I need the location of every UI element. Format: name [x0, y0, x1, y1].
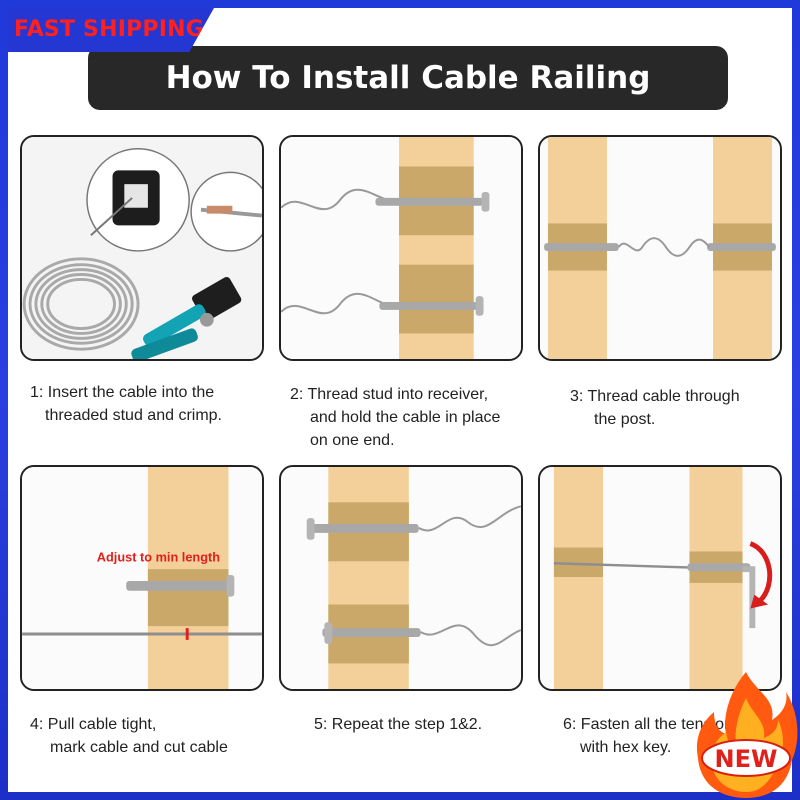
post-stud-illustration: [281, 137, 521, 359]
step-2-image: [279, 135, 523, 361]
step-5-image: [279, 465, 523, 691]
fast-shipping-banner: FAST SHIPPING: [8, 8, 214, 52]
step-4-image: Adjust to min length: [20, 465, 264, 691]
pull-cable-illustration: Adjust to min length: [22, 467, 262, 689]
cable-through-posts-illustration: [540, 137, 780, 359]
step-3-image: [538, 135, 782, 361]
min-length-annotation: Adjust to min length: [97, 549, 220, 564]
step-4-line-1: 4: Pull cable tight,: [30, 716, 157, 733]
step-2-caption: 2: Thread stud into receiver, and hold t…: [290, 383, 500, 452]
crimp-tool-illustration: [22, 137, 262, 359]
step-6-line-2: with hex key.: [580, 739, 672, 756]
step-5-caption: 5: Repeat the step 1&2.: [314, 713, 482, 736]
step-2-line-2: and hold the cable in place: [310, 409, 501, 426]
fasten-tensioners-illustration: [540, 467, 780, 689]
step-3-line-2: the post.: [594, 411, 656, 428]
step-4-line-2: mark cable and cut cable: [50, 739, 228, 756]
repeat-steps-illustration: [281, 467, 521, 689]
step-1-caption: 1: Insert the cable into the threaded st…: [30, 381, 222, 427]
step-2-line-3: on one end.: [310, 432, 395, 449]
step-3-caption: 3: Thread cable through the post.: [570, 385, 740, 431]
infographic: FAST SHIPPING How To Install Cable Raili…: [8, 8, 792, 792]
step-6-image: [538, 465, 782, 691]
new-badge-text: NEW: [715, 745, 778, 773]
step-1-line-1: 1: Insert the cable into the: [30, 384, 215, 401]
step-2-line-1: 2: Thread stud into receiver,: [290, 386, 489, 403]
page-title: How To Install Cable Railing: [88, 46, 728, 110]
new-badge: NEW: [696, 672, 798, 798]
step-1-line-2: threaded stud and crimp.: [45, 407, 222, 424]
step-1-image: [20, 135, 264, 361]
step-5-line-1: 5: Repeat the step 1&2.: [314, 716, 483, 733]
step-4-caption: 4: Pull cable tight, mark cable and cut …: [30, 713, 228, 759]
step-3-line-1: 3: Thread cable through: [570, 388, 740, 405]
